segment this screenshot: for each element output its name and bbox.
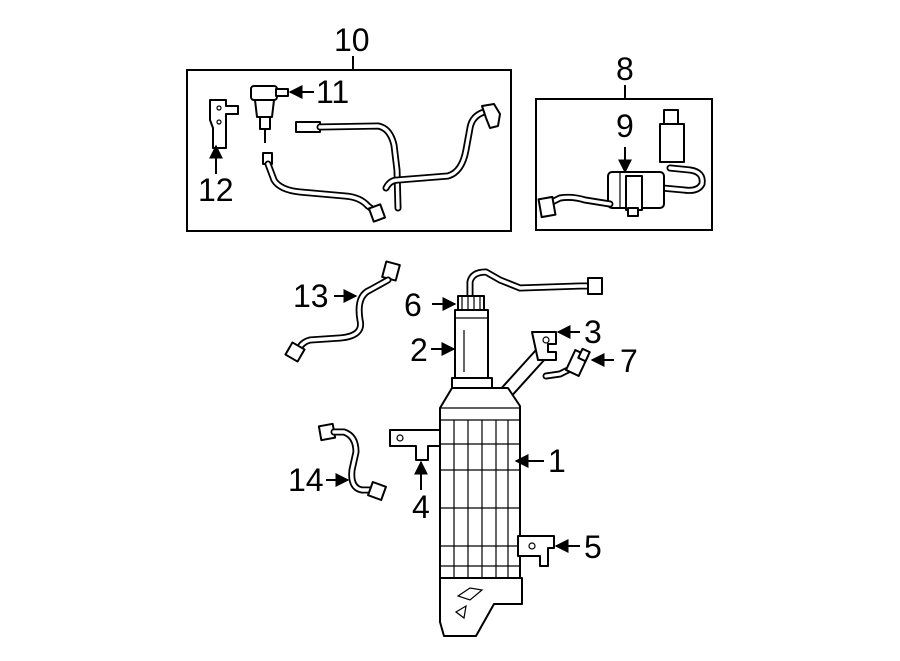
callout-12: 12: [198, 172, 234, 208]
part-9-pump: [537, 109, 706, 219]
canister-top-hose: [466, 268, 603, 302]
callout-7: 7: [620, 343, 638, 379]
part-14-hose: [317, 422, 387, 501]
callout-3: 3: [584, 314, 602, 350]
callout-11: 11: [316, 74, 349, 110]
callout-9: 9: [616, 108, 634, 144]
callout-5: 5: [584, 529, 602, 565]
callout-1: 1: [548, 443, 566, 479]
part-2-filter: [451, 309, 493, 389]
callout-10: 10: [334, 22, 370, 58]
part-12-bracket: [209, 99, 239, 149]
group-8-box: [535, 85, 713, 231]
callout-2: 2: [410, 332, 428, 368]
callout-8: 8: [616, 51, 634, 87]
part-5-bracket: [517, 535, 555, 567]
callout-14: 14: [288, 462, 324, 498]
group-10-hoses: [262, 103, 501, 223]
group-10-box: [186, 56, 512, 232]
callout-6: 6: [404, 287, 422, 323]
part-1-canister: [439, 387, 523, 637]
part-11-solenoid: [250, 85, 289, 143]
part-6-fitting: [457, 295, 485, 311]
callout-4: 4: [412, 489, 430, 525]
callout-13: 13: [293, 278, 329, 314]
part-7-connector: [542, 347, 591, 380]
part-13-hose: [284, 260, 401, 363]
part-4-bracket: [389, 429, 441, 461]
